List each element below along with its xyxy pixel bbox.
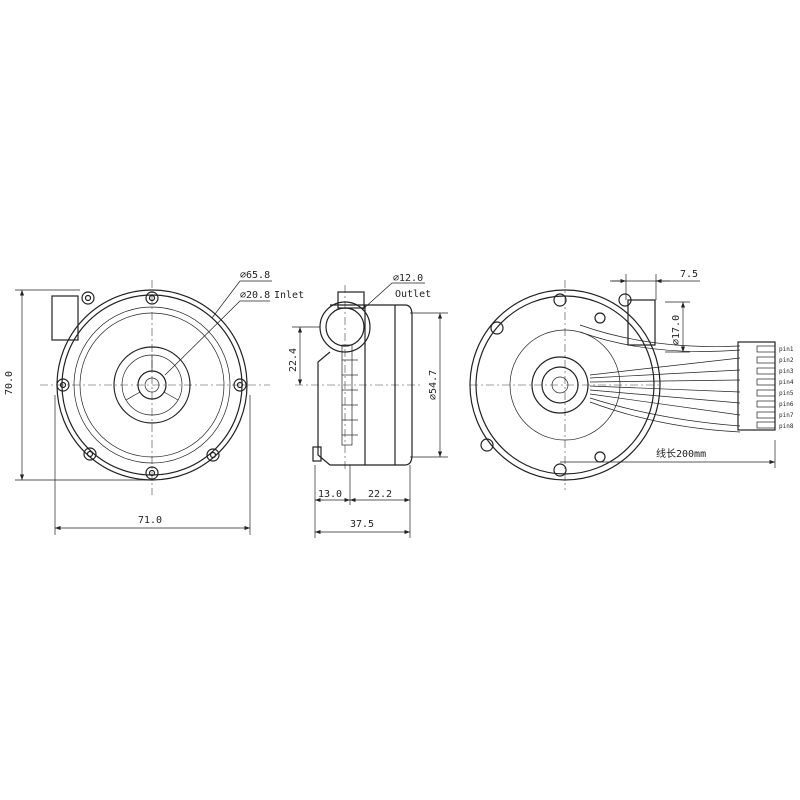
- height-dimension: 70.0: [4, 371, 15, 395]
- front-view: 70.0 71.0 ⌀65.8 ⌀20.8 Inlet: [4, 270, 304, 535]
- pin-label: pin1: [779, 346, 794, 353]
- mounting-lugs: [56, 291, 247, 480]
- pin-label: pin4: [779, 379, 794, 386]
- total-depth-dimension: 37.5: [350, 519, 374, 530]
- pin-label: pin3: [779, 368, 794, 375]
- cable-length-label: 线长200mm: [656, 447, 706, 460]
- pin-label: pin5: [779, 390, 794, 397]
- outlet-diameter-label: ⌀12.0: [393, 273, 423, 284]
- pin-label: pin2: [779, 357, 794, 364]
- outlet-width-dimension: 7.5: [680, 269, 698, 280]
- pin-label: pin7: [779, 412, 794, 419]
- outlet-offset-dimension: 22.4: [288, 348, 299, 372]
- side-view: 22.4 ⌀54.7 13.0 22.2 37.5 ⌀12.0 Outlet: [288, 273, 448, 538]
- pin-label: pin6: [779, 401, 794, 408]
- rear-lugs: [480, 293, 632, 477]
- body-diameter-dimension: ⌀54.7: [428, 370, 439, 400]
- outer-diameter-label: ⌀65.8: [240, 270, 270, 281]
- inlet-diameter-label: ⌀20.8: [240, 290, 270, 301]
- width-dimension: 71.0: [138, 515, 162, 526]
- pin-label: pin8: [779, 423, 794, 430]
- rear-depth-dimension: 22.2: [368, 489, 392, 500]
- rear-view: pin1 pin2 pin3 pin4 pin5 pin6 pin7 pin8 …: [469, 269, 794, 490]
- outlet-label: Outlet: [395, 289, 431, 300]
- front-depth-dimension: 13.0: [318, 489, 342, 500]
- connector: [737, 341, 776, 431]
- outlet-diameter-dimension: ⌀17.0: [671, 315, 682, 345]
- cable-wires: [579, 324, 741, 433]
- inlet-label: Inlet: [274, 290, 304, 301]
